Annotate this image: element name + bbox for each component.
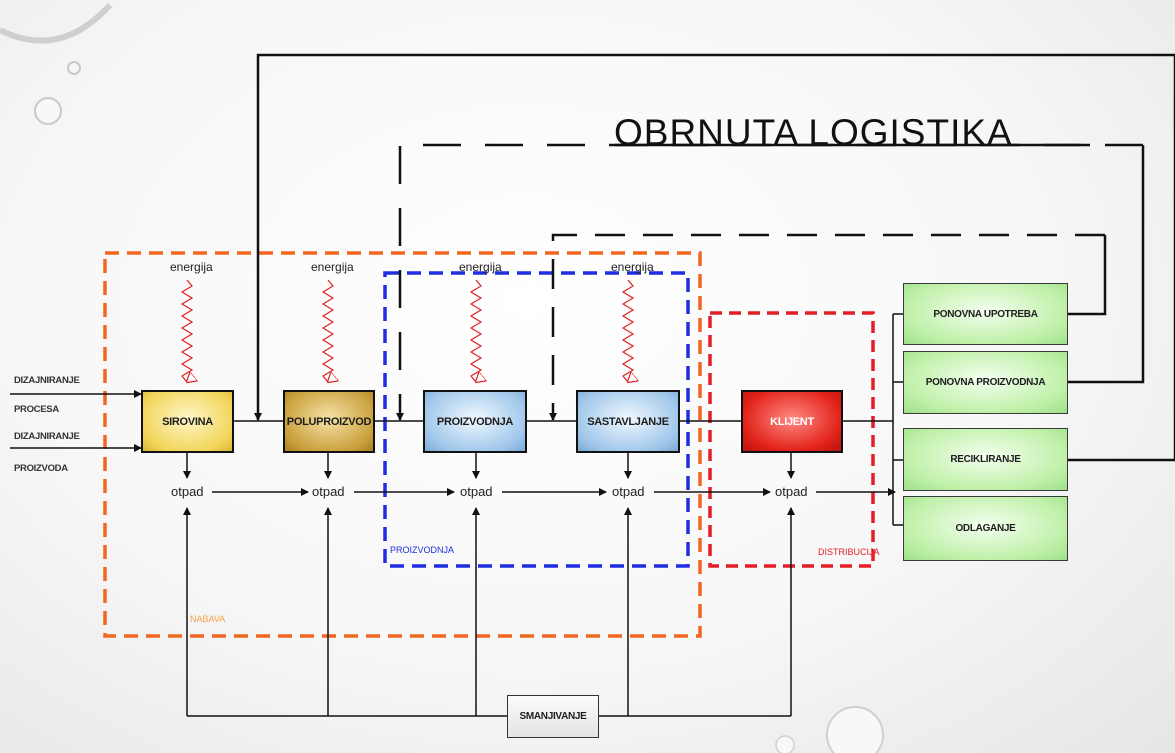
input-label-design-process-1: DIZAJNIRANJE bbox=[14, 375, 80, 386]
stage-sastavljanje: SASTAVLJANJE bbox=[576, 390, 680, 453]
reduction-box: SMANJIVANJE bbox=[507, 695, 599, 738]
stage-poluproizvod: POLUPROIZVOD bbox=[283, 390, 375, 453]
destination-odlaganje: ODLAGANJE bbox=[903, 496, 1068, 561]
energy-label: energija bbox=[459, 260, 502, 274]
destination-ponovna-proizvodnja: PONOVNA PROIZVODNJA bbox=[903, 351, 1068, 414]
region-label-proizvodnja: PROIZVODNJA bbox=[390, 545, 455, 555]
waste-flows bbox=[183, 453, 896, 717]
energy-label: energija bbox=[170, 260, 213, 274]
destination-recikliranje: RECIKLIRANJE bbox=[903, 428, 1068, 491]
region-proizvodnja-border bbox=[383, 271, 690, 568]
energy-inputs bbox=[180, 279, 633, 382]
input-label-design-product-1: DIZAJNIRANJE bbox=[14, 431, 80, 442]
waste-label: otpad bbox=[171, 484, 204, 499]
stage-sirovina: SIROVINA bbox=[141, 390, 234, 453]
region-label-nabava: NABAVA bbox=[190, 614, 226, 624]
stage-klijent: KLIJENT bbox=[741, 390, 843, 453]
reverse-logistics-loops bbox=[254, 53, 1175, 460]
input-label-design-process-2: PROCESA bbox=[14, 404, 59, 415]
waste-label: otpad bbox=[612, 484, 645, 499]
waste-label: otpad bbox=[460, 484, 493, 499]
waste-label: otpad bbox=[312, 484, 345, 499]
input-label-design-product-2: PROIZVODA bbox=[14, 463, 68, 474]
destination-ponovna-upotreba: PONOVNA UPOTREBA bbox=[903, 283, 1068, 345]
energy-label: energija bbox=[311, 260, 354, 274]
energy-label: energija bbox=[611, 260, 654, 274]
waste-label: otpad bbox=[775, 484, 808, 499]
stage-proizvodnja: PROIZVODNJA bbox=[423, 390, 527, 453]
decorative-bubbles bbox=[0, 2, 884, 753]
diagram-title: OBRNUTA LOGISTIKA bbox=[614, 112, 1013, 153]
region-nabava-border bbox=[103, 251, 702, 638]
input-arrows bbox=[10, 390, 142, 452]
region-label-distribucija: DISTRIBUCIJA bbox=[818, 547, 880, 557]
main-flow-line bbox=[234, 313, 1175, 526]
